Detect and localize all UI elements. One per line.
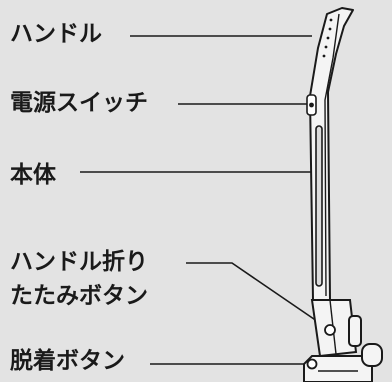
device-base — [303, 343, 383, 382]
power-switch — [306, 94, 317, 116]
label-handle-fold-line2: たたみボタン — [10, 283, 148, 309]
grip-dots — [322, 18, 333, 58]
label-body: 本体 — [10, 162, 56, 188]
label-detach-button: 脱着ボタン — [10, 348, 125, 374]
label-handle: ハンドル — [10, 21, 102, 47]
fold-button — [324, 324, 336, 336]
leader-lines — [80, 35, 331, 365]
label-handle-fold-line1: ハンドル折り — [10, 249, 148, 275]
detach-button — [306, 358, 318, 370]
body-slot — [315, 125, 323, 287]
fold-joint — [310, 299, 362, 358]
label-power-switch: 電源スイッチ — [10, 90, 148, 116]
leader-line-fold-button — [186, 262, 331, 331]
